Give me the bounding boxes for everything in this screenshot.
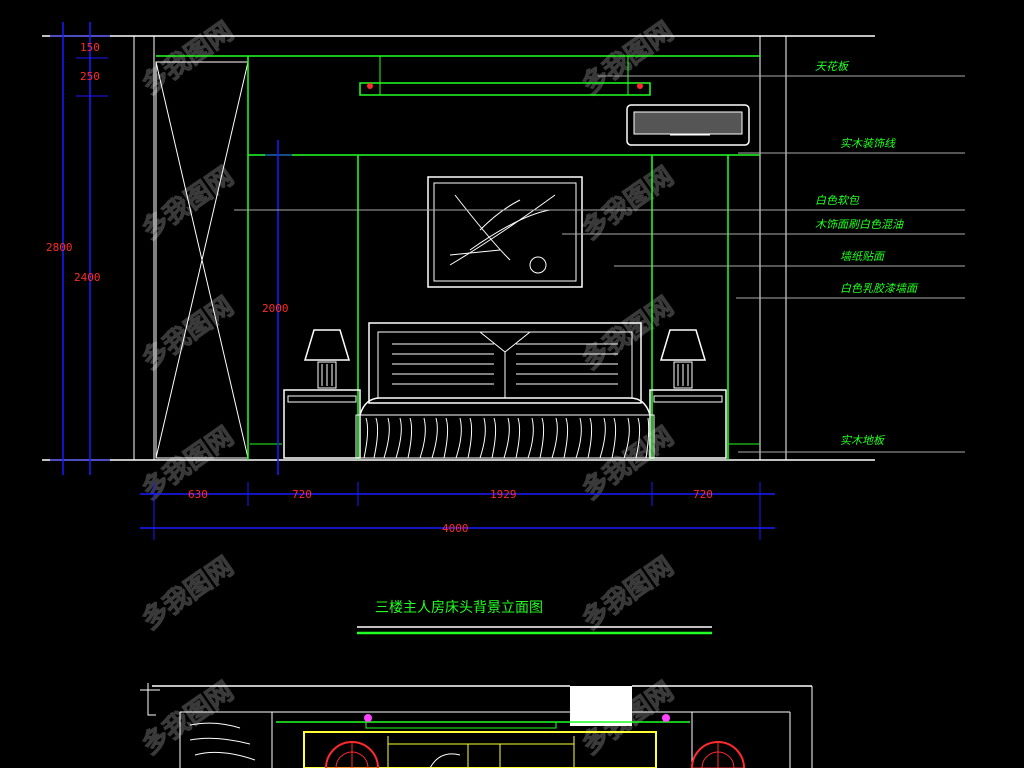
nightstand-left: [283, 389, 361, 459]
table-lamp-icon: [303, 329, 351, 389]
lower-drawing-partial: [140, 683, 813, 768]
drawing-title: 三楼主人房床头背景立面图: [375, 600, 543, 616]
dim-label: 4000: [442, 522, 469, 535]
annotation-label: 天花板: [815, 60, 850, 73]
elevation-view: [42, 35, 875, 461]
dim-tick: [147, 683, 156, 716]
watermark: 多我图网: [137, 676, 239, 760]
watermark-layer: 多我图网 多我图网 多我图网 多我图网 多我图网 多我图网 多我图网 多我图网 …: [136, 16, 679, 761]
annotation-leaders: 天花板 实木装饰线 白色软包 木饰面刷白色混油 墙纸贴面 白色乳胶漆墙面 实木地…: [234, 60, 965, 453]
dim-label: 250: [80, 70, 100, 83]
dim-label: 1929: [490, 488, 517, 501]
art-stroke: [429, 753, 461, 768]
watermark: 多我图网: [137, 291, 239, 375]
dim-label: 720: [292, 488, 312, 501]
annotation-label: 木饰面刷白色混油: [815, 218, 904, 231]
downlight-icon: [637, 83, 643, 89]
annotation-label: 墙纸贴面: [840, 250, 886, 263]
dim-label: 2800: [46, 241, 73, 254]
drawing-title-block: 三楼主人房床头背景立面图: [357, 600, 712, 635]
bed-icon: [355, 322, 655, 459]
watermark: 多我图网: [577, 161, 679, 245]
watermark: 多我图网: [137, 16, 239, 100]
watermark: 多我图网: [137, 161, 239, 245]
downlight-icon: [662, 714, 670, 722]
decorative-circle-icon: [325, 741, 379, 768]
dim-label: 720: [693, 488, 713, 501]
dimension-lines: 150 250 2800 2400 2000 630 720 1929 720 …: [46, 22, 775, 540]
annotation-label: 白色软包: [815, 194, 860, 207]
dim-label: 150: [80, 41, 100, 54]
wardrobe-hatch: [189, 722, 256, 761]
annotation-label: 实木装饰线: [840, 137, 896, 150]
yellow-frame: [303, 731, 657, 768]
annotation-label: 白色乳胶漆墙面: [840, 282, 919, 295]
dim-label: 630: [188, 488, 208, 501]
door-cross-line: [155, 61, 249, 459]
watermark: 多我图网: [577, 551, 679, 635]
table-lamp-icon: [659, 329, 707, 389]
downlight-icon: [364, 714, 372, 722]
decorative-circle-icon: [691, 741, 745, 768]
green-trim: [365, 721, 557, 729]
structural-column: [570, 686, 632, 726]
dim-label: 2000: [262, 302, 289, 315]
wall-art-icon: [427, 176, 583, 288]
dim-label: 2400: [74, 271, 101, 284]
watermark: 多我图网: [137, 551, 239, 635]
nightstand-right: [649, 389, 727, 459]
downlight-icon: [367, 83, 373, 89]
annotation-label: 实木地板: [840, 434, 886, 447]
air-conditioner-icon: [626, 104, 750, 146]
ceiling-light-trough: [359, 82, 651, 96]
watermark: 多我图网: [577, 291, 679, 375]
